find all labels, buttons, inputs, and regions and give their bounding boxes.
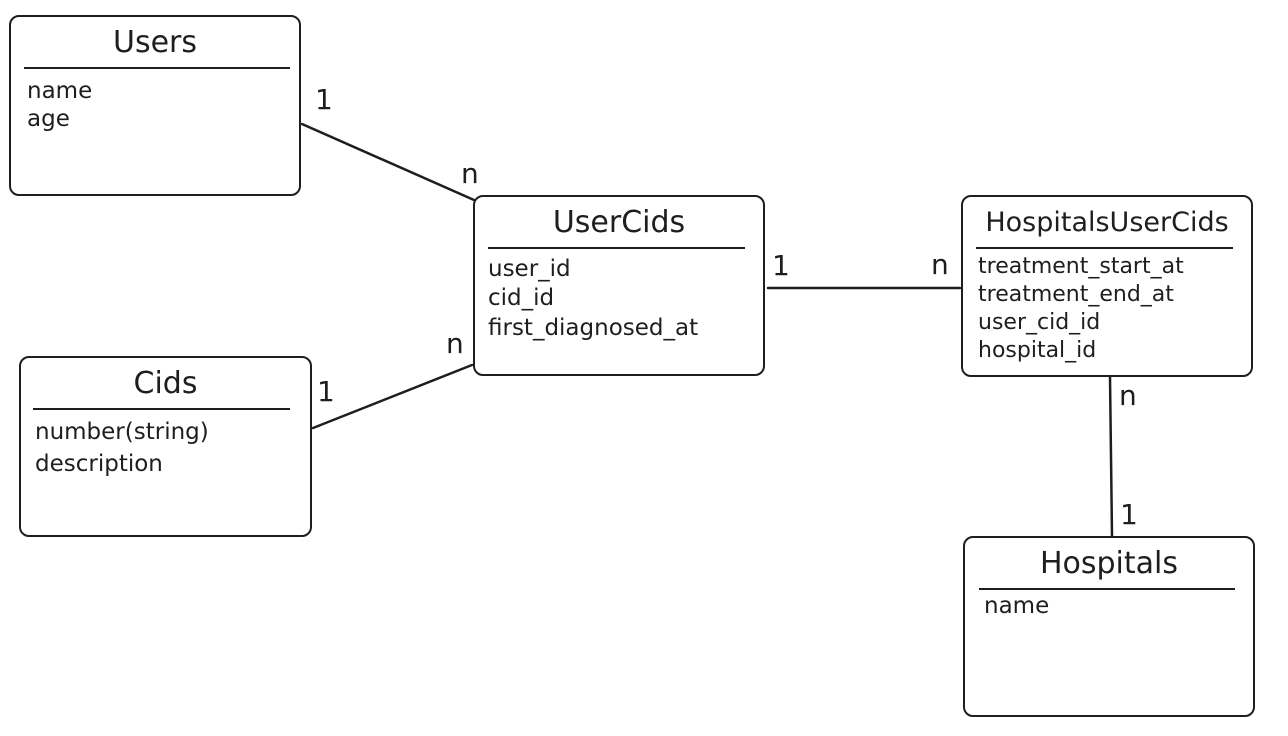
field: treatment_end_at [978, 282, 1174, 307]
field: name [984, 593, 1050, 619]
entity-title: Hospitals [1039, 546, 1179, 581]
field-list: user_id cid_id first_diagnosed_at [488, 255, 698, 344]
field-list: name age [27, 77, 92, 133]
entity-hospitalsusercids[interactable]: HospitalsUserCids treatment_start_at tre… [961, 195, 1253, 377]
field-list: number(string) description [35, 416, 209, 480]
title-divider [976, 247, 1233, 249]
title-divider [979, 588, 1235, 590]
entity-cids[interactable]: Cids number(string) description [19, 356, 312, 537]
cardinality-label: 1 [772, 249, 790, 282]
field: age [27, 106, 70, 132]
entity-hospitals[interactable]: Hospitals name [963, 536, 1255, 717]
entity-usercids[interactable]: UserCids user_id cid_id first_diagnosed_… [473, 195, 765, 376]
field: hospital_id [978, 338, 1097, 363]
cardinality-label: n [446, 327, 464, 360]
cardinality-label: 1 [1120, 498, 1138, 531]
entity-users[interactable]: Users name age [9, 15, 301, 196]
entity-title: Users [112, 25, 197, 60]
relationship-line-hospitalsusercids-hospitals [1108, 375, 1114, 538]
cardinality-label: 1 [317, 375, 335, 408]
entity-title: Cids [133, 366, 198, 401]
cardinality-label: n [1119, 379, 1137, 412]
cardinality-label: 1 [315, 83, 333, 116]
field-list: name [984, 592, 1049, 620]
field: description [35, 451, 163, 477]
title-divider [488, 247, 745, 249]
title-divider [24, 67, 290, 69]
relationship-line-cids-usercids [311, 363, 474, 430]
field-list: treatment_start_at treatment_end_at user… [978, 253, 1184, 365]
field: number(string) [35, 419, 209, 445]
cardinality-label: n [931, 248, 949, 281]
field: cid_id [488, 285, 555, 311]
field: user_id [488, 256, 571, 282]
entity-title: UserCids [552, 205, 686, 240]
field: treatment_start_at [978, 254, 1184, 279]
title-divider [33, 408, 290, 410]
cardinality-label: n [461, 157, 479, 190]
entity-title: HospitalsUserCids [985, 207, 1229, 238]
field: first_diagnosed_at [488, 315, 699, 341]
relationship-line-users-usercids [300, 122, 476, 202]
field: name [27, 78, 93, 104]
field: user_cid_id [978, 310, 1101, 335]
